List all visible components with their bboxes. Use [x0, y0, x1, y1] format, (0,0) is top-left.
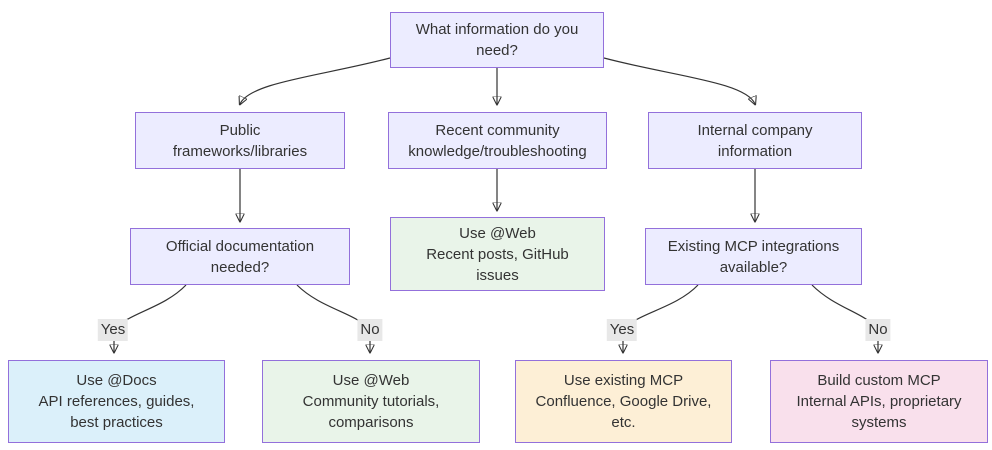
node-official-docs-question: Official documentation needed? [130, 228, 350, 285]
edge-root-to-internal [603, 57, 755, 104]
node-use-web-recent: Use @Web Recent posts, GitHub issues [390, 217, 605, 291]
edge-label-officialdoc-no: No [357, 319, 383, 341]
node-internal-company-label: Internal company information [697, 121, 813, 160]
node-use-web-community: Use @Web Community tutorials, comparison… [262, 360, 480, 443]
node-use-web-community-label: Use @Web Community tutorials, comparison… [302, 372, 440, 431]
edge-label-existingmcp-yes: Yes [606, 319, 638, 341]
node-use-existing-mcp-label: Use existing MCP Confluence, Google Driv… [535, 372, 712, 431]
node-root-label: What information do you need? [415, 21, 579, 59]
node-existing-mcp-question: Existing MCP integrations available? [645, 228, 862, 285]
node-root-question: What information do you need? [390, 12, 604, 68]
node-recent-community-label: Recent community knowledge/troubleshooti… [408, 121, 587, 160]
node-use-docs: Use @Docs API references, guides, best p… [8, 360, 225, 443]
node-build-custom-mcp-label: Build custom MCP Internal APIs, propriet… [796, 372, 962, 431]
node-recent-community: Recent community knowledge/troubleshooti… [388, 112, 607, 169]
node-use-web-recent-label: Use @Web Recent posts, GitHub issues [426, 224, 569, 284]
node-use-existing-mcp: Use existing MCP Confluence, Google Driv… [515, 360, 732, 443]
node-public-frameworks-label: Public frameworks/libraries [172, 121, 308, 160]
edge-root-to-public [240, 57, 391, 104]
node-build-custom-mcp: Build custom MCP Internal APIs, propriet… [770, 360, 988, 443]
edge-label-officialdoc-yes: Yes [97, 319, 129, 341]
node-official-docs-question-label: Official documentation needed? [165, 237, 315, 276]
node-existing-mcp-question-label: Existing MCP integrations available? [667, 237, 840, 276]
node-use-docs-label: Use @Docs API references, guides, best p… [38, 372, 195, 431]
node-internal-company: Internal company information [648, 112, 862, 169]
node-public-frameworks: Public frameworks/libraries [135, 112, 345, 169]
edge-label-existingmcp-no: No [865, 319, 891, 341]
